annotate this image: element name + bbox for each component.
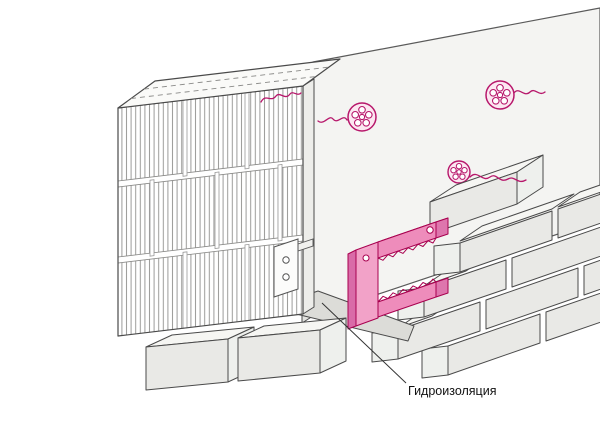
brick-face xyxy=(557,193,600,239)
bracket-teeth xyxy=(377,237,437,261)
anchor-dowel-icon xyxy=(485,80,515,110)
stack-top-face xyxy=(117,58,341,109)
bracket-side xyxy=(347,249,357,330)
insulation-anchors xyxy=(347,80,515,184)
waterproofing-label: Гидроизоляция xyxy=(408,384,496,398)
leader-line xyxy=(321,302,407,384)
anchor-dowel-icon xyxy=(347,102,377,132)
brick-face xyxy=(423,259,507,318)
waterproofing-callout: Гидроизоляция xyxy=(321,302,496,398)
tie-plate xyxy=(273,238,299,298)
support-bracket xyxy=(347,217,449,330)
brick-face xyxy=(421,345,449,379)
brick-face xyxy=(459,193,575,242)
brick-face xyxy=(545,292,600,342)
brick-face xyxy=(429,171,518,235)
stack-end-face xyxy=(302,78,315,315)
brick-face xyxy=(511,226,600,288)
brick-face xyxy=(459,210,553,273)
wire-squiggle xyxy=(469,173,527,183)
front-brick-course xyxy=(145,317,347,391)
tie-hole xyxy=(282,256,290,264)
wire-squiggle xyxy=(317,117,348,123)
brick-face xyxy=(237,329,321,382)
bracket-arm-end xyxy=(435,217,449,239)
anchor-wires xyxy=(260,89,546,183)
wire-squiggle xyxy=(260,92,302,103)
brick-face xyxy=(447,313,541,376)
bracket-plate xyxy=(355,241,379,327)
stack-ribbed-face xyxy=(118,86,303,336)
tie-hole xyxy=(282,273,290,281)
bracket-hole xyxy=(426,226,434,234)
brick-face xyxy=(433,242,461,276)
anchor-dowel-icon xyxy=(447,160,471,184)
bracket-teeth xyxy=(377,278,437,303)
brick-wall xyxy=(371,184,600,379)
block-stack xyxy=(117,58,341,337)
bracket-arm-front xyxy=(377,281,437,318)
wall-tie xyxy=(273,238,314,298)
brick-face xyxy=(145,338,229,391)
brick-face xyxy=(583,259,600,296)
brick-face xyxy=(557,184,600,208)
slot-line xyxy=(130,76,317,99)
slot-line xyxy=(143,66,330,90)
brick-face xyxy=(485,267,579,330)
bracket-hole xyxy=(362,254,370,262)
brick-face xyxy=(397,301,481,360)
wire-squiggle xyxy=(513,89,546,95)
